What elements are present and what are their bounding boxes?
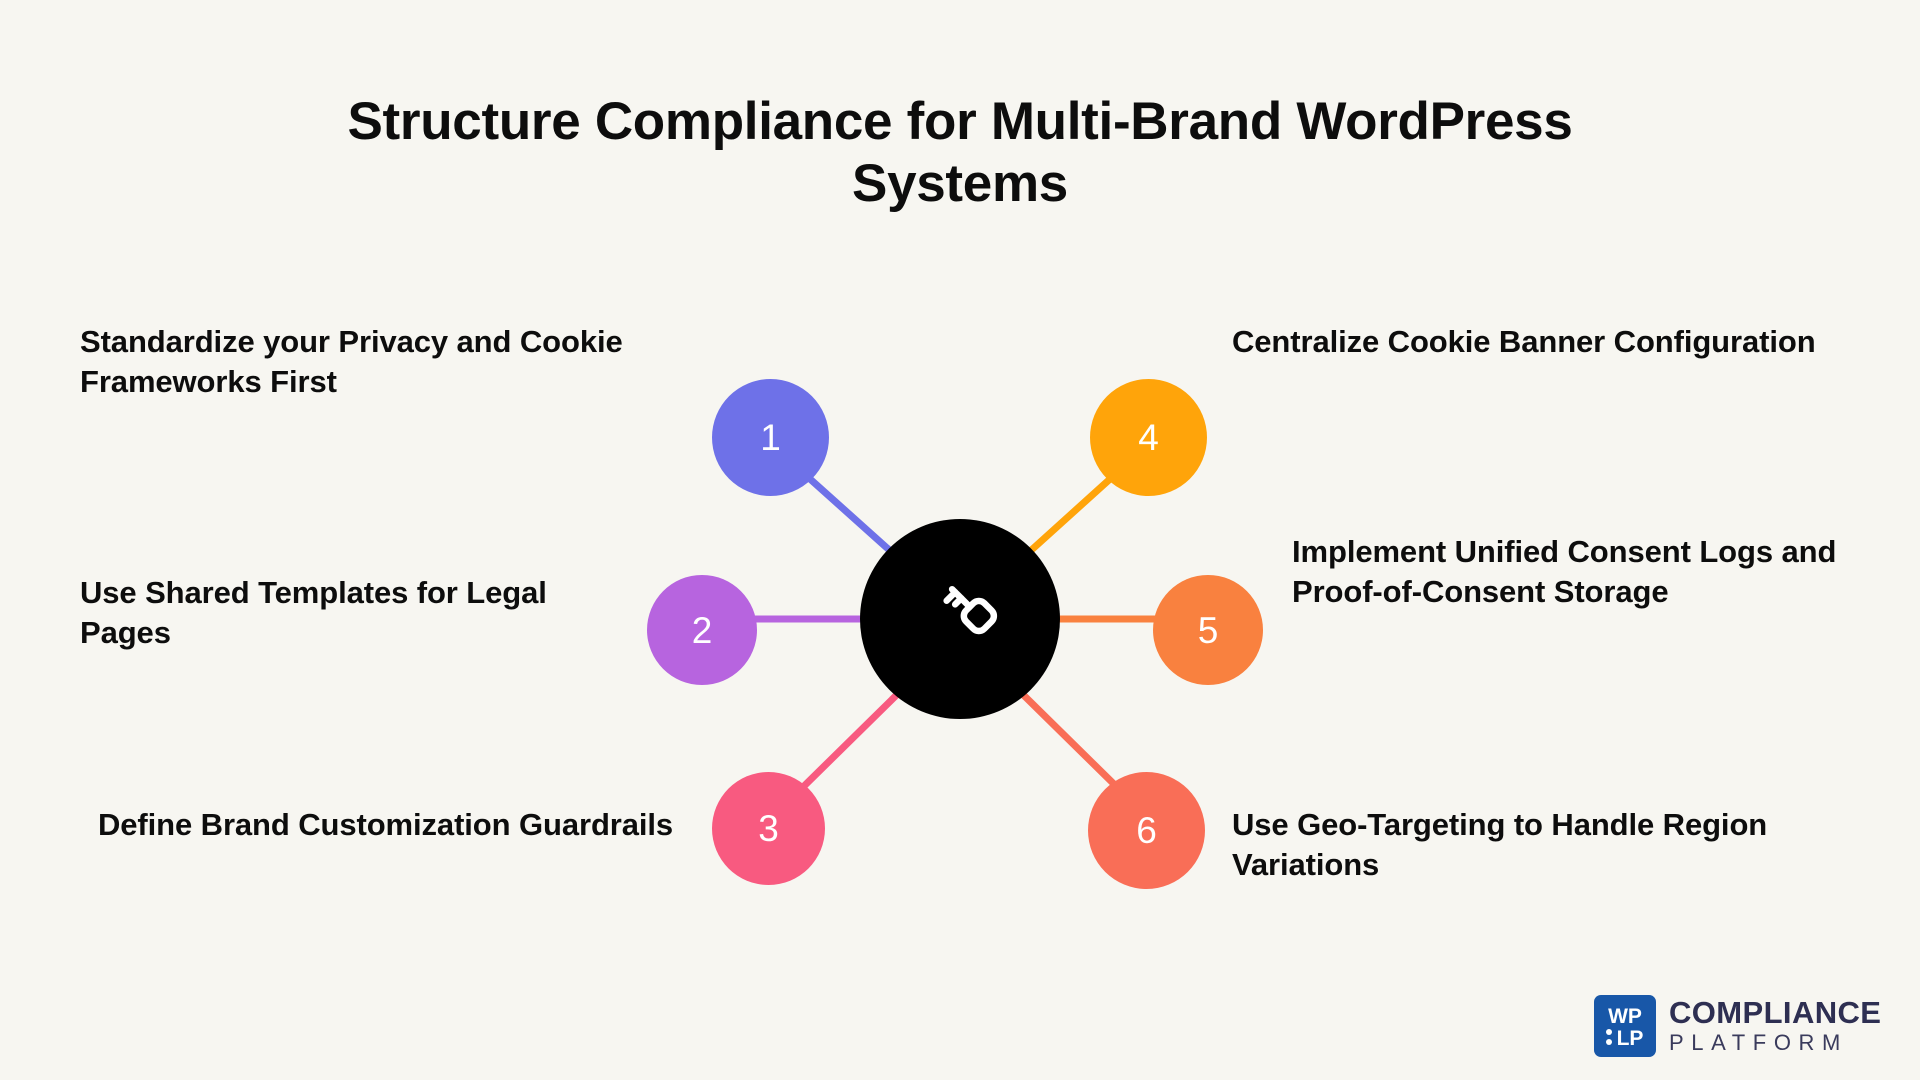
node-2[interactable]: 2 bbox=[647, 575, 757, 685]
node-3-number: 3 bbox=[758, 808, 779, 849]
center-hub bbox=[860, 519, 1060, 719]
node-6[interactable]: 6 bbox=[1088, 772, 1205, 889]
node-5[interactable]: 5 bbox=[1153, 575, 1263, 685]
node-3-label: Define Brand Customization Guardrails bbox=[98, 807, 674, 842]
node-4-number: 4 bbox=[1138, 417, 1159, 458]
node-2-number: 2 bbox=[691, 609, 713, 651]
node-6-label: Use Geo-Targeting to Handle Region Varia… bbox=[1232, 807, 1768, 883]
logo-word-platform: PLATFORM bbox=[1669, 1030, 1848, 1056]
node-4-label: Centralize Cookie Banner Configuration bbox=[1232, 324, 1816, 359]
node-4[interactable]: 4 bbox=[1090, 379, 1207, 496]
wplp-logo-mark: WP LP bbox=[1594, 995, 1656, 1057]
logo-word-compliance: COMPLIANCE bbox=[1669, 994, 1882, 1030]
node-2-label: Use Shared Templates for Legal Pages bbox=[80, 575, 547, 651]
page-title-line-2: Systems bbox=[852, 154, 1068, 214]
wplp-monogram-icon: WP LP bbox=[1606, 1005, 1644, 1050]
node-1-label: Standardize your Privacy and Cookie Fram… bbox=[80, 324, 623, 400]
node-5-label: Implement Unified Consent Logs and Proof… bbox=[1292, 534, 1837, 610]
node-3[interactable]: 3 bbox=[712, 772, 825, 885]
node-5-number: 5 bbox=[1197, 609, 1219, 651]
page-title: Structure Compliance for Multi-Brand Wor… bbox=[260, 91, 1660, 216]
node-6-number: 6 bbox=[1136, 810, 1157, 851]
page-title-line-1: Structure Compliance for Multi-Brand Wor… bbox=[347, 91, 1573, 151]
brand-logo: WP LP COMPLIANCE PLATFORM bbox=[1594, 995, 1881, 1057]
key-icon bbox=[943, 585, 998, 635]
svg-text:WP: WP bbox=[1608, 1005, 1642, 1028]
node-1-number: 1 bbox=[760, 417, 781, 458]
svg-text:LP: LP bbox=[1617, 1027, 1644, 1050]
logo-wordmark: COMPLIANCE PLATFORM bbox=[1669, 994, 1882, 1056]
node-1[interactable]: 1 bbox=[712, 379, 829, 496]
